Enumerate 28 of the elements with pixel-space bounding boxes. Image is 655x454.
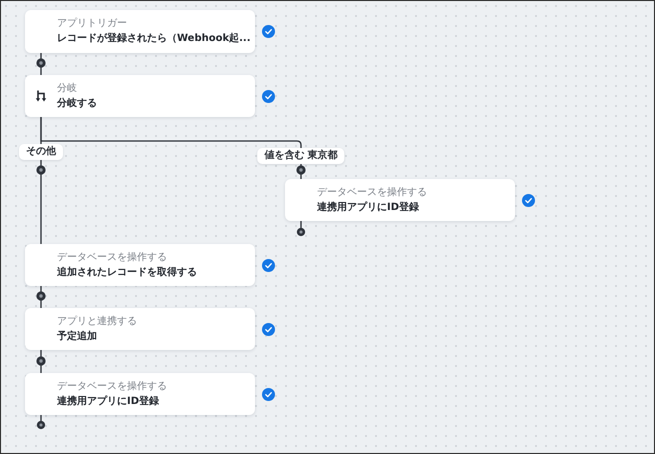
connector-line bbox=[36, 415, 46, 430]
connector-line bbox=[296, 221, 306, 236]
step-card bbox=[25, 308, 255, 350]
branch-condition-label: その他 bbox=[19, 144, 63, 160]
step-category: アプリトリガー bbox=[57, 18, 127, 30]
step-card bbox=[25, 373, 255, 415]
step-category: データベースを操作する bbox=[57, 252, 167, 264]
step-card bbox=[25, 244, 255, 286]
step-category: データベースを操作する bbox=[57, 380, 167, 392]
connector-line bbox=[300, 164, 302, 179]
connector-line bbox=[40, 286, 42, 308]
step-card bbox=[25, 10, 255, 53]
step-card bbox=[25, 75, 255, 117]
step-card bbox=[285, 179, 515, 221]
connector-line bbox=[40, 350, 42, 373]
step-title: 連携用アプリにID登録 bbox=[57, 394, 160, 408]
step-title: 分岐する bbox=[57, 96, 97, 110]
step-category: データベースを操作する bbox=[317, 186, 427, 198]
connector-line bbox=[40, 117, 302, 148]
step-title: レコードが登録されたら（Webhook起... bbox=[57, 32, 251, 45]
connector-line bbox=[40, 160, 42, 244]
branch-condition-label: 値を含む 東京都 bbox=[257, 148, 345, 164]
step-title: 連携用アプリにID登録 bbox=[317, 200, 420, 214]
step-title: 追加されたレコードを取得する bbox=[57, 266, 197, 278]
step-category: アプリと連携する bbox=[57, 316, 137, 328]
connector-line bbox=[40, 53, 42, 75]
step-title: 予定追加 bbox=[57, 330, 97, 342]
step-category: 分岐 bbox=[57, 82, 77, 94]
